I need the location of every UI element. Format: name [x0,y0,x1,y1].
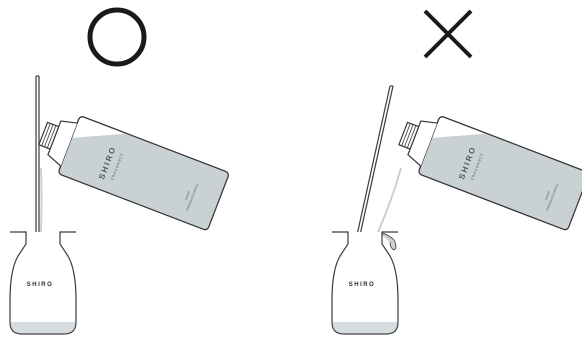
jar-brand-right: SHIRO [349,282,376,288]
refill-bottle-right: SHIRO FRAGRANCE SHIRO FRAGRANCE REFILL [392,106,582,231]
panel-correct: SHIRO FRAGRANCE SHIRO FRAGRANCE REFILL S… [10,10,229,334]
incorrect-cross-mark [425,11,471,57]
diffuser-jar-right: SHIRO [332,232,398,334]
correct-circle-mark [90,10,144,64]
liquid-stream-right [378,168,401,232]
jar-brand: SHIRO [27,282,54,288]
diffuser-jar: SHIRO [10,232,76,334]
refill-bottle: SHIRO FRAGRANCE SHIRO FRAGRANCE REFILL [32,106,230,231]
panel-incorrect: SHIRO FRAGRANCE SHIRO FRAGRANCE REFILL S… [332,11,582,334]
